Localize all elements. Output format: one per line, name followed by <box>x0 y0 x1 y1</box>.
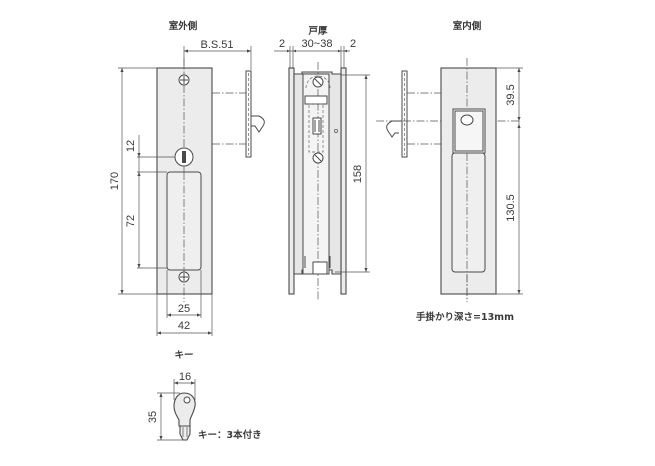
grip-height-dimension: 72 <box>125 172 167 269</box>
key-length-label: 35 <box>147 411 159 423</box>
total-height-dimension: 170 <box>109 67 157 295</box>
key-view-title: キー <box>174 350 193 361</box>
edge-view-title: 戸厚 <box>308 26 328 37</box>
grip-depth-note: 手掛かり深さ=13mm <box>416 311 514 323</box>
key-width-dimension: 16 <box>173 371 196 400</box>
edge-right-plate <box>340 67 347 295</box>
grip-width-label: 25 <box>178 303 190 315</box>
thumb-turn <box>452 108 486 154</box>
plate-width-label: 42 <box>178 320 190 332</box>
screw-span-dimension: 158 <box>335 74 370 273</box>
cylinder-offset-label: 12 <box>125 140 137 152</box>
indoor-top-label: 39.5 <box>505 84 517 105</box>
edge-left-plate <box>288 67 295 295</box>
indoor-bottom-label: 130.5 <box>505 194 517 222</box>
backset-label: B.S.51 <box>200 39 233 51</box>
indoor-bottom-dimension: 130.5 <box>496 121 523 295</box>
outdoor-view-title: 室外側 <box>169 20 198 32</box>
indoor-grip-recess <box>451 152 486 273</box>
edge-left-label: 2 <box>279 38 285 50</box>
top-screw-icon <box>178 74 190 86</box>
key-width-label: 16 <box>179 371 191 383</box>
outdoor-view: 室外側 B.S.51 <box>109 20 265 336</box>
grip-height-label: 72 <box>125 215 137 227</box>
door-thickness-label: 30~38 <box>302 38 333 50</box>
grip-width-dimension: 25 <box>166 270 202 318</box>
key-length-dimension: 35 <box>147 392 184 441</box>
cylinder-offset-dimension: 12 <box>125 135 175 176</box>
key-icon <box>173 392 196 441</box>
edge-view: 戸厚 2 30~38 2 <box>274 26 370 300</box>
cylinder-keyhole-icon <box>174 147 194 167</box>
indoor-view: 室内側 39.5 <box>376 20 523 323</box>
backset-dimension: B.S.51 <box>183 39 252 70</box>
bottom-screw-icon <box>178 271 190 283</box>
edge-right-label: 2 <box>350 38 356 50</box>
mortise-mechanism <box>304 75 338 275</box>
key-view: キー 16 35 キー：3本付き <box>147 350 262 441</box>
plate-width-dimension: 42 <box>156 294 213 336</box>
screw-span-label: 158 <box>352 165 364 183</box>
total-height-label: 170 <box>109 172 121 190</box>
key-count-note: キー：3本付き <box>198 429 262 441</box>
indoor-top-dimension: 39.5 <box>496 67 523 121</box>
door-thickness-dimension: 2 30~38 2 <box>274 38 356 70</box>
outdoor-latch-profile <box>212 70 265 158</box>
indoor-view-title: 室内側 <box>453 20 482 32</box>
